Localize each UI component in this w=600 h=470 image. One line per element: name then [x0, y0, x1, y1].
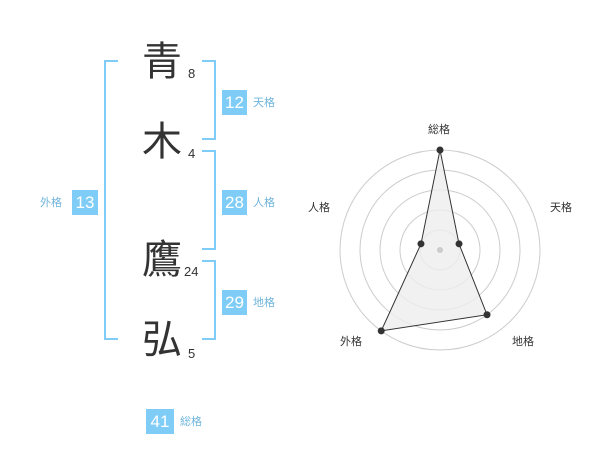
gaikaku-bracket: [104, 60, 118, 340]
soukaku-label: 総格: [180, 415, 202, 428]
stroke-count-1: 8: [188, 66, 196, 81]
tenkaku-label: 天格: [253, 96, 275, 109]
jinkaku-label: 人格: [253, 196, 275, 209]
stroke-count-4: 5: [188, 346, 196, 361]
radar-axis-label-soukaku: 総格: [428, 123, 450, 136]
stroke-count-3: 24: [184, 264, 199, 279]
tenkaku-bracket: [202, 60, 216, 140]
name-char-1: 青: [142, 39, 182, 85]
name-char-3: 鷹: [142, 237, 182, 283]
radar-axis-label-tenkaku: 天格: [550, 201, 572, 214]
radar-point-5: [417, 240, 425, 248]
gaikaku-label: 外格: [40, 196, 62, 209]
radar-axis-label-jinkaku: 人格: [308, 201, 330, 214]
stroke-count-2: 4: [188, 146, 196, 161]
radar-point-3: [483, 311, 491, 319]
name-char-2: 木: [142, 119, 182, 165]
radar-axis-label-chikaku: 地格: [512, 335, 534, 348]
jinkaku-bracket: [202, 150, 216, 250]
chikaku-value-badge: 29: [222, 290, 247, 315]
soukaku-value-badge: 41: [146, 409, 174, 434]
chikaku-label: 地格: [253, 296, 275, 309]
radar-center-dot: [437, 247, 443, 253]
radar-value-polygon: [380, 149, 488, 332]
radar-axis-label-gaikaku: 外格: [340, 335, 362, 348]
radar-point-4: [377, 327, 385, 335]
radar-point-1: [436, 146, 444, 154]
radar-point-2: [455, 240, 463, 248]
name-char-4: 弘: [142, 317, 182, 363]
gaikaku-value-badge: 13: [72, 190, 98, 215]
chikaku-bracket: [202, 260, 216, 340]
tenkaku-value-badge: 12: [222, 90, 247, 115]
jinkaku-value-badge: 28: [222, 190, 247, 215]
